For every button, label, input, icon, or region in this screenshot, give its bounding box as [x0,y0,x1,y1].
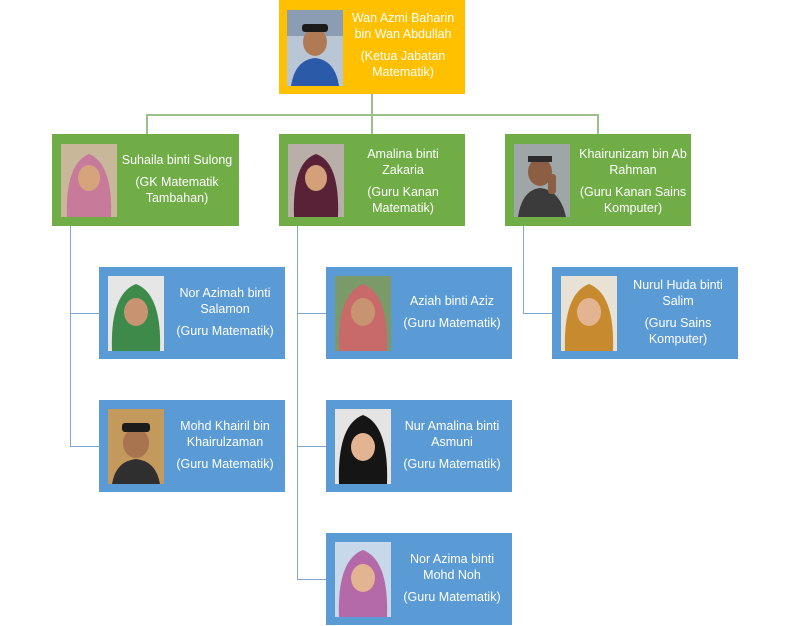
branch-node-3[interactable]: Khairunizam bin Ab Rahman (Guru Kanan Sa… [505,134,691,226]
branch-name-3: Khairunizam bin Ab Rahman [579,147,687,177]
member-role-3-1: (Guru Sains Komputer) [644,316,712,346]
member-node-1-1[interactable]: Nor Azimah binti Salamon (Guru Matematik… [99,267,285,359]
member-role-1-1: (Guru Matematik) [176,324,274,338]
member-text-2-2: Nur Amalina binti Asmuni (Guru Matematik… [394,418,510,472]
portrait-icon [561,276,617,351]
member-text-1-2: Mohd Khairil bin Khairulzaman (Guru Mate… [167,418,283,472]
branch-text-2: Amalina binti Zakaria (Guru Kanan Matema… [345,146,461,216]
member-node-1-2[interactable]: Mohd Khairil bin Khairulzaman (Guru Mate… [99,400,285,492]
branch-role-2: (Guru Kanan Matematik) [367,185,439,215]
member-node-2-3[interactable]: Nor Azima binti Mohd Noh (Guru Matematik… [326,533,512,625]
connector-branch-3-vertical [523,226,524,314]
branch-name-1: Suhaila binti Sulong [121,153,233,167]
head-name: Wan Azmi Baharin bin Wan Abdullah [351,11,455,41]
member-name-2-3: Nor Azima binti Mohd Noh [409,552,495,582]
portrait-icon [108,409,164,484]
member-name-1-1: Nor Azimah binti Salamon [179,286,271,316]
member-text-1-1: Nor Azimah binti Salamon (Guru Matematik… [167,285,283,339]
head-text: Wan Azmi Baharin bin Wan Abdullah (Ketua… [345,10,461,80]
branch-name-2: Amalina binti Zakaria [367,147,439,177]
member-node-2-1[interactable]: Aziah binti Aziz (Guru Matematik) [326,267,512,359]
portrait-icon [335,542,391,617]
head-node[interactable]: Wan Azmi Baharin bin Wan Abdullah (Ketua… [279,0,465,94]
connector-branch-2-member-3 [297,579,326,580]
head-role: (Ketua Jabatan Matematik) [360,49,446,79]
member-role-1-2: (Guru Matematik) [176,457,274,471]
branch-text-1: Suhaila binti Sulong (GK Matematik Tamba… [118,152,236,206]
member-name-3-1: Nurul Huda binti Salim [633,278,723,308]
member-text-3-1: Nurul Huda binti Salim (Guru Sains Kompu… [620,277,736,347]
branch-role-3: (Guru Kanan Sains Komputer) [579,185,687,215]
member-node-2-2[interactable]: Nur Amalina binti Asmuni (Guru Matematik… [326,400,512,492]
member-text-2-3: Nor Azima binti Mohd Noh (Guru Matematik… [394,551,510,605]
connector-branch-1-vertical [70,226,71,447]
branch-node-2[interactable]: Amalina binti Zakaria (Guru Kanan Matema… [279,134,465,226]
member-role-2-1: (Guru Matematik) [403,316,501,330]
portrait-icon [288,144,344,217]
connector-branch-1 [146,114,148,134]
connector-branch-1-member-1 [70,313,99,314]
portrait-icon [335,409,391,484]
portrait-icon [335,276,391,351]
connector-branch-2-member-1 [297,313,326,314]
portrait-icon [514,144,570,217]
connector-branch-3-member-1 [523,313,552,314]
member-role-2-2: (Guru Matematik) [403,457,501,471]
member-name-2-1: Aziah binti Aziz [409,294,495,308]
connector-branch-1-member-2 [70,446,99,447]
portrait-icon [108,276,164,351]
connector-branch-2-member-2 [297,446,326,447]
branch-text-3: Khairunizam bin Ab Rahman (Guru Kanan Sa… [573,146,691,216]
connector-branch-3 [597,114,599,134]
member-node-3-1[interactable]: Nurul Huda binti Salim (Guru Sains Kompu… [552,267,738,359]
member-role-2-3: (Guru Matematik) [403,590,501,604]
connector-branch-2 [371,114,373,134]
member-text-2-1: Aziah binti Aziz (Guru Matematik) [394,293,510,331]
branch-role-1: (GK Matematik Tambahan) [135,175,219,205]
head-portrait-icon [287,10,343,86]
connector-head-down [371,94,373,115]
member-name-2-2: Nur Amalina binti Asmuni [404,419,500,449]
branch-node-1[interactable]: Suhaila binti Sulong (GK Matematik Tamba… [52,134,239,226]
connector-branch-2-vertical [297,226,298,580]
portrait-icon [61,144,117,217]
member-name-1-2: Mohd Khairil bin Khairulzaman [180,419,270,449]
